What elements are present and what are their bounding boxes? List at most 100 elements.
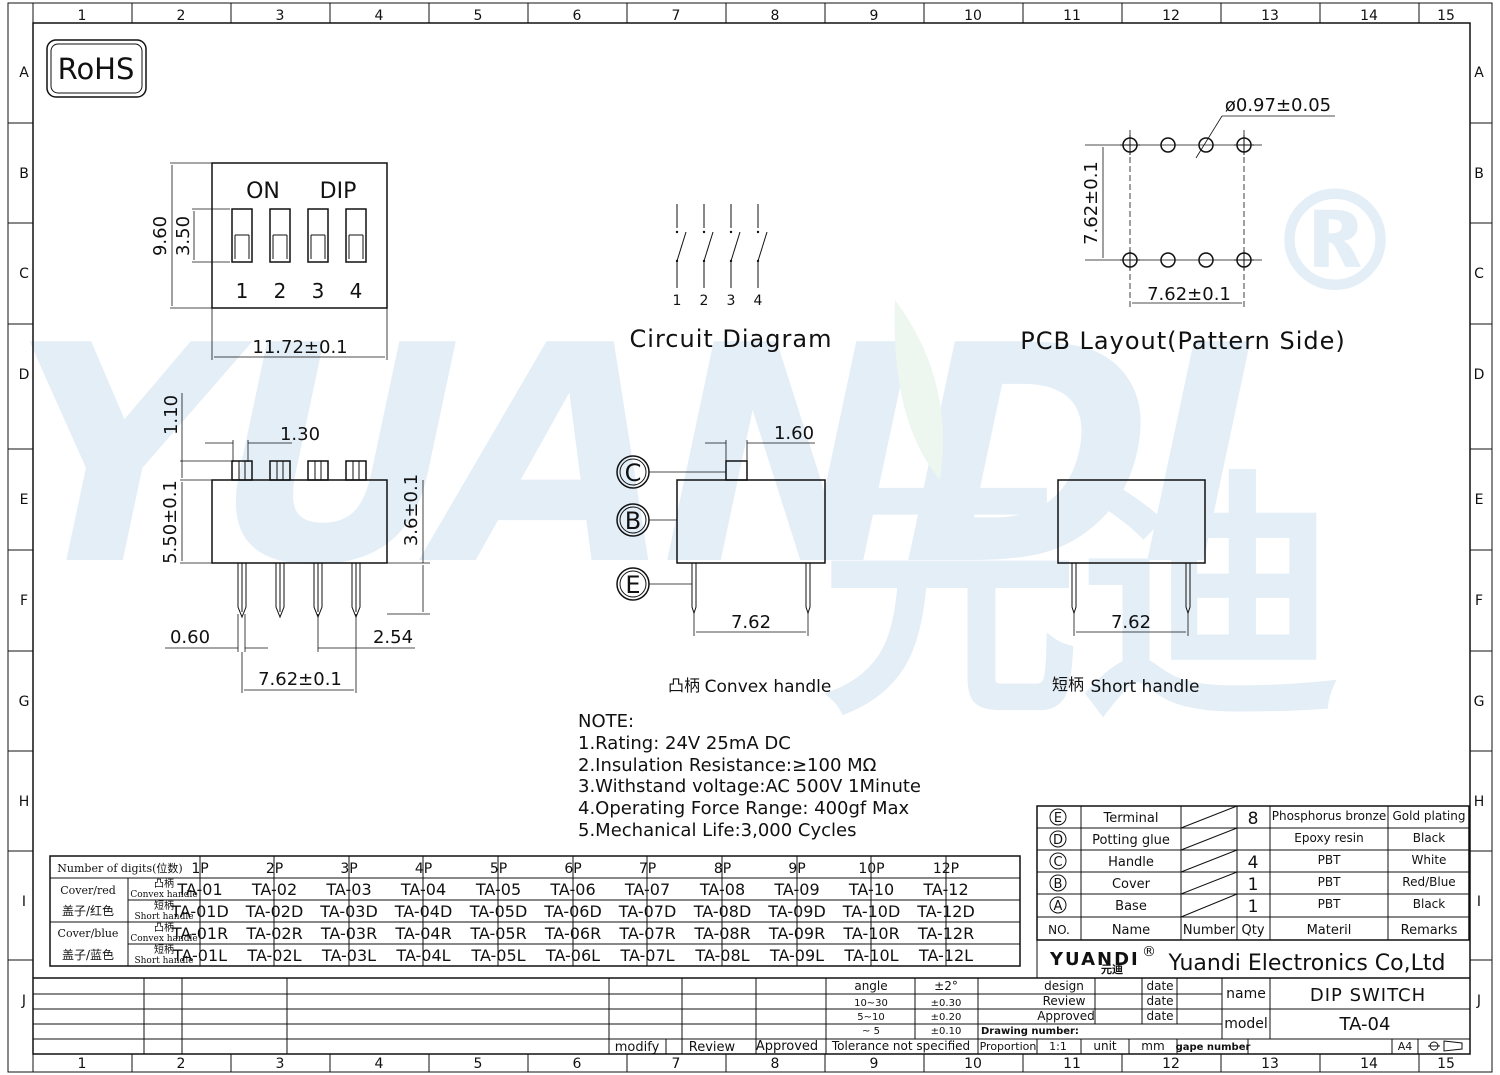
review-label: Review [1043, 994, 1086, 1008]
date-label: date [1146, 979, 1173, 993]
sublabel-en: Short handle [134, 912, 193, 922]
bom-remarks: Gold plating [1393, 809, 1466, 823]
dim-short-row: 7.62 [1111, 612, 1151, 633]
part-number: TA-08R [693, 924, 750, 943]
pcb-v-pitch: 7.62±0.1 [1081, 161, 1102, 245]
tolerance-footer: Tolerance not specified [831, 1039, 970, 1053]
watermark-leaf-icon [894, 300, 943, 480]
part-number: TA-12 [922, 880, 968, 899]
row-marker: C [19, 266, 29, 282]
pcb-hole [1160, 252, 1176, 268]
model-label: model [1224, 1016, 1268, 1032]
callout-letter: E [625, 571, 640, 599]
column-marker: 13 [1261, 8, 1279, 24]
rohs-logo: RoHS [46, 39, 147, 98]
bom-no: D [1053, 833, 1063, 848]
revision-approved: Approved [756, 1039, 818, 1054]
dim-pitch: 2.54 [373, 627, 413, 648]
bom-material: Epoxy resin [1294, 831, 1363, 845]
row-marker: I [1477, 894, 1481, 910]
model-value: TA-04 [1339, 1014, 1391, 1035]
column-marker: 3 [276, 1056, 285, 1072]
drawing-number-label: Drawing number: [981, 1026, 1079, 1037]
switch-number: 2 [274, 279, 287, 303]
dim-pin-length: 3.6±0.1 [401, 474, 422, 546]
note-line: 3.Withstand voltage:AC 500V 1Minute [578, 776, 921, 797]
row-marker: A [19, 65, 29, 81]
notes: NOTE: 1.Rating: 24V 25mA DC 2.Insulation… [578, 711, 921, 841]
part-number: TA-10 [848, 880, 894, 899]
front-view: 1.10 5.50±0.1 3.6±0.1 1.30 0.60 2.54 7.6… [160, 393, 430, 693]
switch-window [231, 208, 253, 263]
group-label-en: Cover/blue [58, 927, 119, 940]
approved-label: Approved [1037, 1009, 1095, 1023]
part-number: TA-07 [624, 880, 670, 899]
dim-actuator-width: 1.30 [280, 424, 320, 445]
part-number: TA-03 [325, 880, 371, 899]
bom-material: Phosphorus bronze [1272, 809, 1387, 823]
part-number: TA-01D [170, 902, 229, 921]
bom-header: Number [1183, 923, 1236, 938]
column-marker: 6 [573, 1056, 582, 1072]
part-number: TA-05L [470, 946, 525, 965]
circuit-caption: Circuit Diagram [630, 325, 833, 353]
parts-column-header: 1P [191, 861, 208, 877]
callout-letter: B [625, 507, 641, 535]
column-marker: 11 [1063, 1056, 1081, 1072]
pcb-layout: 7.62±0.1 7.62±0.1 ø0.97±0.05 PCB Layout(… [1020, 95, 1345, 355]
part-number: TA-08L [694, 946, 749, 965]
dim-width: 11.72±0.1 [252, 337, 347, 358]
tolerance-row: ±0.30 [931, 998, 962, 1009]
design-label: design [1044, 979, 1084, 993]
row-marker: I [22, 894, 26, 910]
part-number: TA-04D [394, 902, 453, 921]
bom-no: E [1054, 811, 1062, 826]
registered-icon: ® [1142, 944, 1156, 960]
part-number: TA-03D [319, 902, 378, 921]
part-number: TA-02D [245, 902, 304, 921]
group-label-cn: 盖子/蓝色 [62, 948, 114, 962]
part-number: TA-12R [917, 924, 974, 943]
group-label-cn: 盖子/红色 [62, 903, 114, 918]
bom-name: Terminal [1103, 811, 1159, 826]
on-label: ON [246, 179, 280, 204]
bom-material: PBT [1318, 853, 1341, 867]
tolerance-row: ~ 5 [862, 1026, 880, 1037]
tolerance-row: angle [854, 979, 887, 993]
actuator [307, 460, 329, 481]
inner-border [32, 22, 1471, 1055]
bom-no: A [1054, 899, 1063, 914]
row-marker: H [19, 794, 30, 810]
part-number: TA-08D [693, 902, 752, 921]
row-marker: F [1475, 593, 1483, 609]
column-marker: 4 [375, 1056, 384, 1072]
pcb-hole [1160, 137, 1176, 153]
row-marker: D [19, 367, 30, 383]
side-view-convex: 1.60 CBE 7.62 凸柄 Convex handle [616, 423, 831, 697]
switch-number: 3 [312, 279, 325, 303]
switch-window [269, 208, 291, 263]
part-number: TA-10R [842, 924, 899, 943]
parts-column-header: 12P [933, 861, 959, 877]
column-marker: 15 [1437, 8, 1455, 24]
tolerance-row: ±0.20 [931, 1012, 962, 1023]
sublabel-en: Short handle [134, 956, 193, 966]
part-number: TA-06D [543, 902, 602, 921]
parts-column-header: 3P [340, 861, 357, 877]
row-marker: B [19, 166, 29, 182]
part-number: TA-10D [842, 902, 901, 921]
scale-value: 1:1 [1049, 1040, 1067, 1053]
part-number: TA-09D [767, 902, 826, 921]
parts-table-header: Number of digits(位数) [57, 861, 182, 875]
column-marker: 2 [177, 1056, 186, 1072]
brand-logo: YUANDI [1049, 949, 1140, 970]
switch-number: 4 [350, 279, 363, 303]
row-marker: G [19, 694, 30, 710]
bom-header: Remarks [1401, 923, 1458, 938]
sublabel-cn: 凸柄 [154, 877, 174, 890]
parts-column-header: 5P [490, 861, 507, 877]
switch-window [345, 208, 367, 263]
